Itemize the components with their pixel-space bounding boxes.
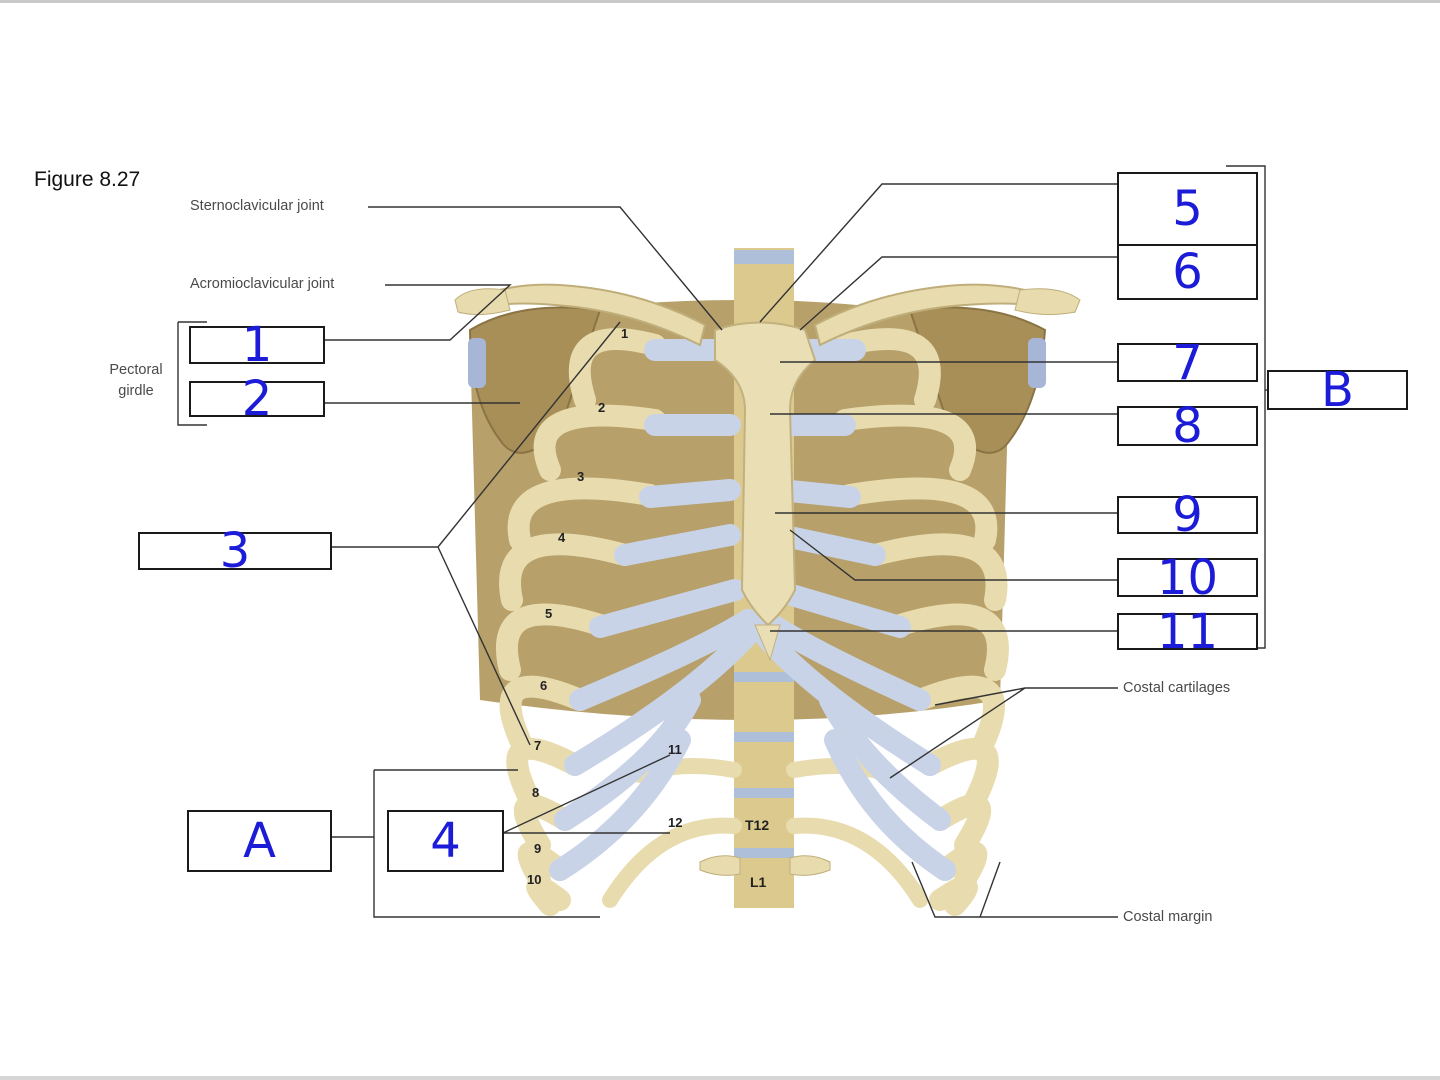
answer-box-10[interactable]: 10 [1117,554,1258,602]
rib-number-12: 12 [668,815,682,830]
label-costal-cartilages: Costal cartilages [1123,680,1231,696]
answer-1: 1 [241,317,273,373]
sternum [714,321,817,627]
left-acromion [1014,288,1081,316]
answer-box-2[interactable]: 2 [189,375,325,423]
top-border [0,0,1440,3]
ribs-right [834,328,1009,916]
answer-4: 4 [430,813,461,869]
answer-3: 3 [219,523,251,579]
vertebra-label-l1: L1 [750,874,767,890]
answer-box-1[interactable]: 1 [189,321,325,369]
rib-number-10: 10 [527,872,541,887]
rib-number-1: 1 [621,326,628,341]
ribs-left [495,328,666,916]
left-scapula-edge [1028,338,1046,388]
rib-number-3: 3 [577,469,584,484]
answer-box-4[interactable]: 4 [387,810,504,872]
rib-number-7: 7 [534,738,541,753]
rib-number-4: 4 [558,530,566,545]
rib-number-9: 9 [534,841,541,856]
answer-box-8[interactable]: 8 [1117,402,1258,450]
answer-6: 6 [1172,244,1203,300]
figure-title: Figure 8.27 [34,168,141,191]
answer-box-B[interactable]: B [1267,366,1408,414]
answer-10: 10 [1156,549,1219,606]
answer-box-3[interactable]: 3 [138,527,332,575]
leader-lines [177,165,1268,918]
rib-number-8: 8 [532,785,539,800]
answer-box-6[interactable]: 6 [1117,244,1258,300]
label-sternoclavicular-joint: Sternoclavicular joint [190,198,324,214]
left-scapula [908,306,1047,454]
answer-9: 9 [1172,487,1203,543]
answer-8: 8 [1172,398,1203,454]
xiphoid-process [754,624,781,662]
label-acromioclavicular-joint: Acromioclavicular joint [190,276,335,292]
right-scapula [468,306,602,454]
answer-box-9[interactable]: 9 [1117,491,1258,539]
answer-box-5[interactable]: 5 [1117,172,1258,246]
answer-11: 11 [1156,603,1219,660]
label-pectoral-line2: girdle [118,383,154,399]
answer-box-A[interactable]: A [187,810,332,872]
label-pectoral-line1: Pectoral [109,362,163,378]
right-scapula-edge [468,338,486,388]
right-acromion [454,288,511,316]
rib-number-2: 2 [598,400,605,415]
answer-5: 5 [1172,181,1203,237]
bottom-border [0,1076,1440,1080]
answer-box-7[interactable]: 7 [1117,339,1258,387]
answer-box-11[interactable]: 11 [1117,608,1258,656]
answer-B: B [1321,362,1354,418]
answer-7: 7 [1172,334,1203,391]
rib-number-5: 5 [545,606,552,621]
label-pectoral-girdle: Pectoral girdle [98,360,174,402]
rib-number-11: 11 [668,742,682,757]
answer-A: A [243,813,276,869]
rib-number-6: 6 [540,678,547,693]
answer-2: 2 [241,371,273,427]
label-costal-margin: Costal margin [1123,909,1213,925]
vertebra-label-t12: T12 [745,817,769,833]
